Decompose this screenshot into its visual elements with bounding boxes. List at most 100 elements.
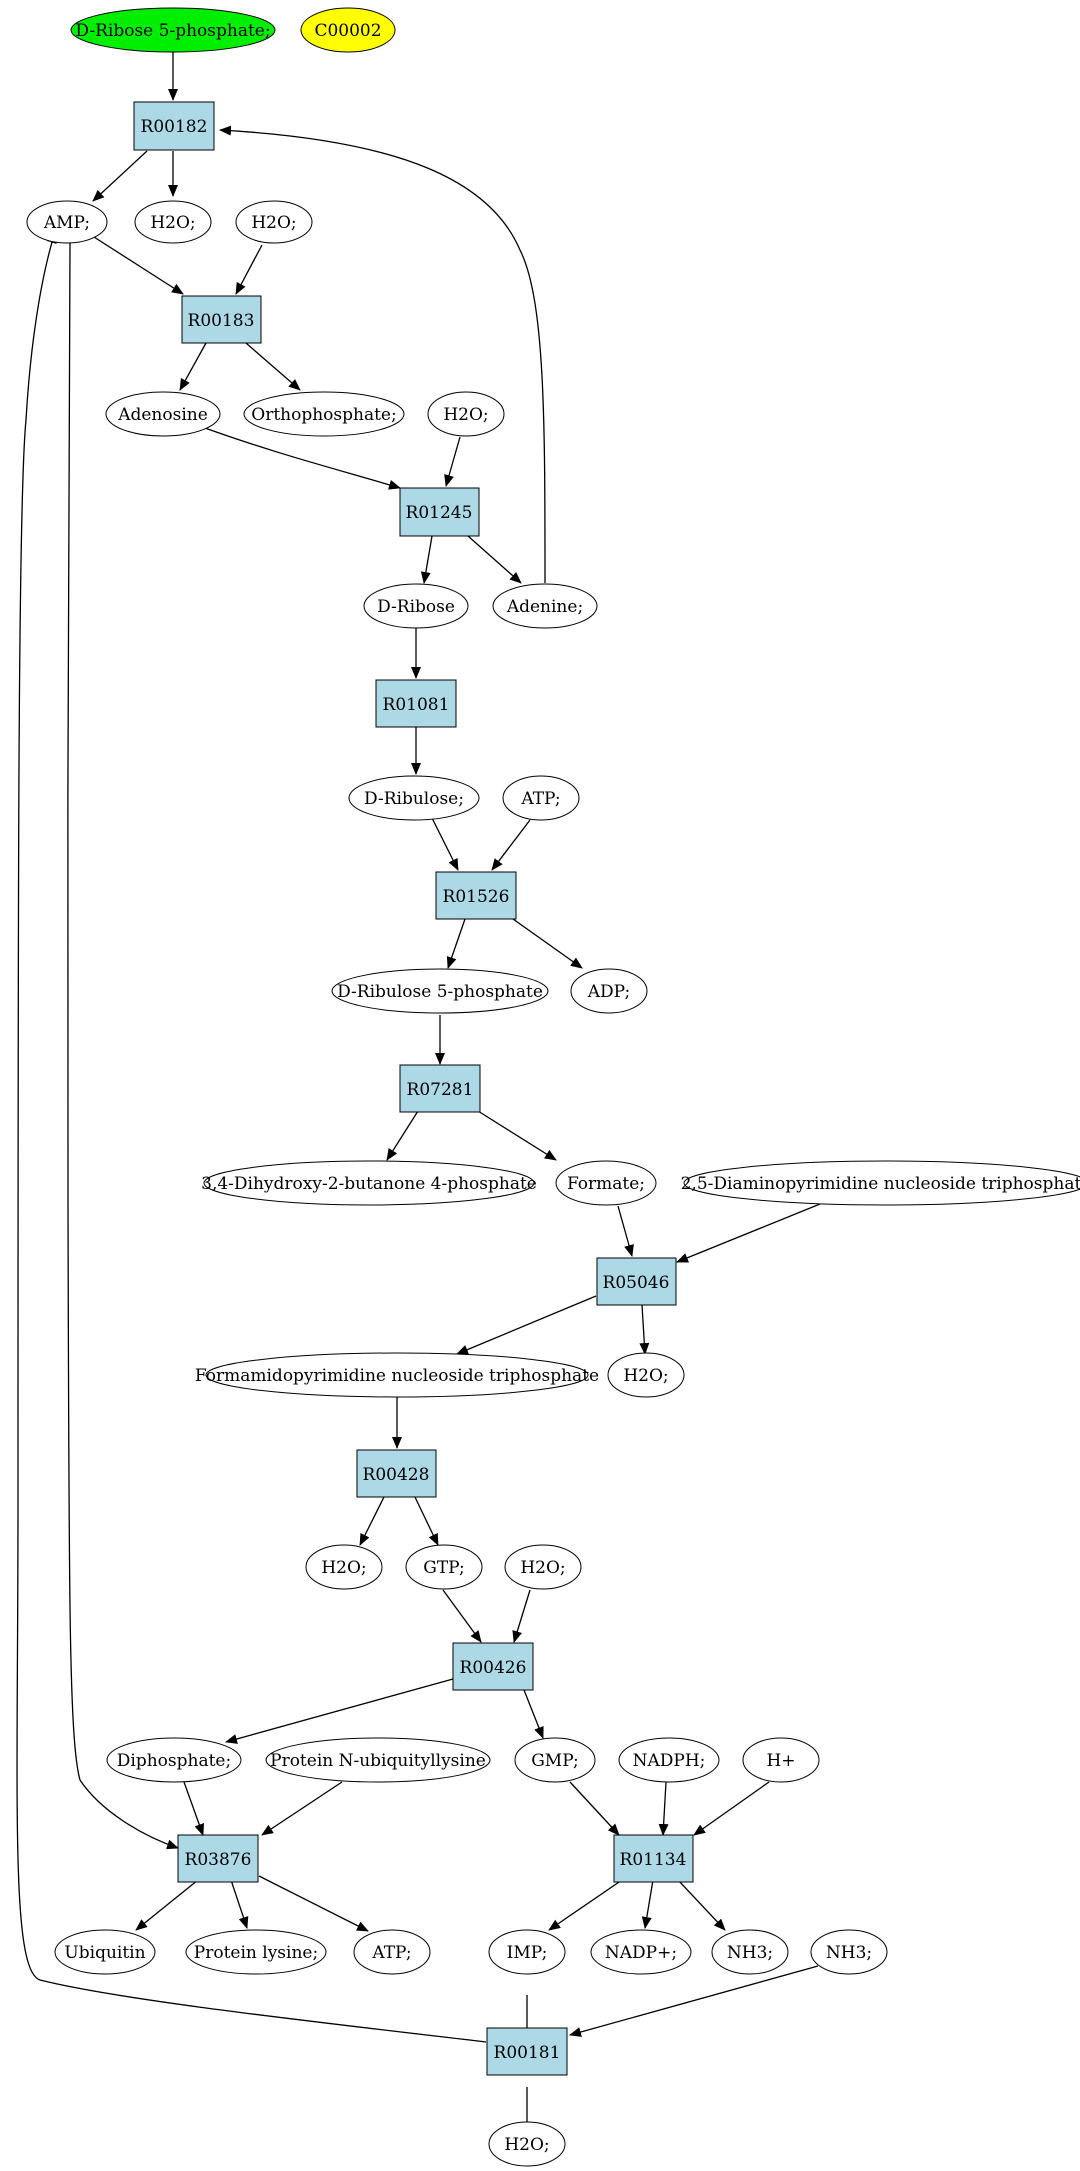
compound-adenosine[interactable]: Adenosine [105, 391, 221, 437]
compound-d-ribulose-5-phosphate[interactable]: D-Ribulose 5-phosphate [331, 968, 549, 1014]
node-label: H2O; [520, 1558, 565, 1578]
edge [219, 125, 546, 584]
node-label: R00428 [363, 1465, 430, 1485]
edge [548, 1879, 623, 1931]
compound-adenine[interactable]: Adenine; [492, 583, 598, 629]
node-label: IMP; [507, 1943, 548, 1963]
compound-nh3[interactable]: NH3; [810, 1929, 888, 1975]
compound-imp[interactable]: IMP; [488, 1929, 566, 1975]
node-label: NADP+; [605, 1943, 677, 1963]
edge [135, 1879, 199, 1931]
node-label: R01526 [443, 887, 510, 907]
node-label: C00002 [314, 21, 381, 41]
reaction-r00426[interactable]: R00426 [452, 1642, 534, 1691]
compound-nadp-plus[interactable]: NADP+; [590, 1929, 692, 1975]
edge [92, 150, 148, 202]
node-label: R03876 [185, 1850, 252, 1870]
compound-d-ribose[interactable]: D-Ribose [363, 583, 469, 629]
edges [16, 52, 821, 2137]
compound-d-ribulose[interactable]: D-Ribulose; [348, 775, 480, 821]
compound-h-plus[interactable]: H+ [742, 1737, 820, 1783]
compound-atp[interactable]: ATP; [353, 1929, 431, 1975]
reaction-r05046[interactable]: R05046 [596, 1257, 677, 1306]
compound-gmp[interactable]: GMP; [514, 1737, 596, 1783]
compound-h2o[interactable]: H2O; [134, 200, 212, 244]
reaction-r01245[interactable]: R01245 [399, 487, 480, 537]
reaction-r00182[interactable]: R00182 [133, 101, 215, 151]
compound-diphosphate[interactable]: Diphosphate; [106, 1737, 242, 1783]
compound-h2o[interactable]: H2O; [488, 2121, 566, 2167]
compound-ubiquitin[interactable]: Ubiquitin [54, 1929, 156, 1975]
compound-formamidopyrimidine-nucleoside-triphosphate[interactable]: Formamidopyrimidine nucleoside triphosph… [195, 1352, 599, 1398]
edge [258, 1875, 369, 1932]
node-label: H2O; [623, 1366, 668, 1386]
edge [261, 1781, 343, 1836]
node-label: R05046 [603, 1273, 670, 1293]
node-label: R00182 [141, 117, 208, 137]
reaction-r00428[interactable]: R00428 [356, 1449, 437, 1498]
node-label: R00426 [460, 1658, 527, 1678]
node-label: Protein N-ubiquityllysine [270, 1751, 486, 1771]
edge [658, 1781, 669, 1836]
compound-diaminopyrimidine-nucleoside-triphosphate[interactable]: 2,5-Diaminopyrimidine nucleoside triphos… [681, 1160, 1080, 1206]
edge [639, 1304, 650, 1355]
node-label: 2,5-Diaminopyrimidine nucleoside triphos… [681, 1174, 1080, 1194]
edge [16, 231, 487, 2043]
edge [359, 1494, 386, 1546]
compound-h2o[interactable]: H2O; [305, 1544, 383, 1590]
compound-protein-n-ubiquityllysine[interactable]: Protein N-ubiquityllysine [265, 1737, 491, 1783]
node-label: GTP; [423, 1558, 464, 1578]
node-label: NH3; [727, 1943, 773, 1963]
reaction-r01526[interactable]: R01526 [435, 871, 517, 920]
compound-amp[interactable]: AMP; [26, 200, 108, 244]
edge [413, 1494, 439, 1546]
node-label: H2O; [504, 2135, 549, 2155]
node-label: H2O; [150, 213, 195, 233]
edge [386, 1110, 419, 1161]
compound-dihydroxy-butanone-phosphate[interactable]: 3,4-Dihydroxy-2-butanone 4-phosphate [201, 1160, 537, 1206]
reaction-r07281[interactable]: R07281 [399, 1064, 481, 1113]
node-label: H2O; [321, 1558, 366, 1578]
compound-orthophosphate[interactable]: Orthophosphate; [243, 391, 405, 437]
node-label: D-Ribulose; [364, 789, 464, 809]
compound-nadph[interactable]: NADPH; [618, 1737, 720, 1783]
compound-d-ribose-5-phosphate[interactable]: D-Ribose 5-phosphate; [70, 7, 276, 53]
node-label: H2O; [251, 213, 296, 233]
node-label: R01081 [383, 695, 450, 715]
reaction-r01081[interactable]: R01081 [375, 679, 457, 728]
compound-h2o[interactable]: H2O; [427, 391, 505, 437]
edge [456, 1295, 597, 1355]
nodes: D-Ribose 5-phosphate; C00002 R00182 AMP;… [26, 7, 1080, 2167]
node-label: Formamidopyrimidine nucleoside triphosph… [195, 1366, 599, 1386]
node-label: ADP; [587, 982, 630, 1002]
compound-gtp[interactable]: GTP; [405, 1544, 483, 1590]
compound-c00002[interactable]: C00002 [300, 7, 396, 53]
edge [569, 1781, 620, 1836]
node-label: R00183 [188, 311, 255, 331]
compound-protein-lysine[interactable]: Protein lysine; [185, 1929, 327, 1975]
compound-adp[interactable]: ADP; [570, 968, 648, 1014]
node-label: R00181 [494, 2043, 561, 2063]
edge [442, 1589, 482, 1643]
reaction-r00181[interactable]: R00181 [486, 2027, 568, 2076]
compound-atp[interactable]: ATP; [502, 775, 580, 821]
node-label: AMP; [43, 213, 90, 233]
compound-h2o[interactable]: H2O; [235, 200, 313, 244]
compound-h2o[interactable]: H2O; [607, 1352, 685, 1398]
node-label: R01245 [406, 503, 473, 523]
node-label: Formate; [567, 1174, 645, 1194]
reaction-r01134[interactable]: R01134 [613, 1834, 694, 1883]
compound-formate[interactable]: Formate; [555, 1160, 657, 1206]
reaction-r00183[interactable]: R00183 [181, 295, 262, 344]
edge [225, 1678, 454, 1744]
node-label: R01134 [620, 1850, 687, 1870]
compound-nh3[interactable]: NH3; [711, 1929, 789, 1975]
edge [477, 1110, 557, 1161]
reaction-r03876[interactable]: R03876 [177, 1834, 259, 1883]
node-label: D-Ribose 5-phosphate; [75, 21, 270, 41]
edge [431, 817, 459, 871]
edge [93, 236, 184, 295]
edge [641, 1879, 654, 1929]
compound-h2o[interactable]: H2O; [504, 1544, 582, 1590]
edge [491, 819, 531, 871]
